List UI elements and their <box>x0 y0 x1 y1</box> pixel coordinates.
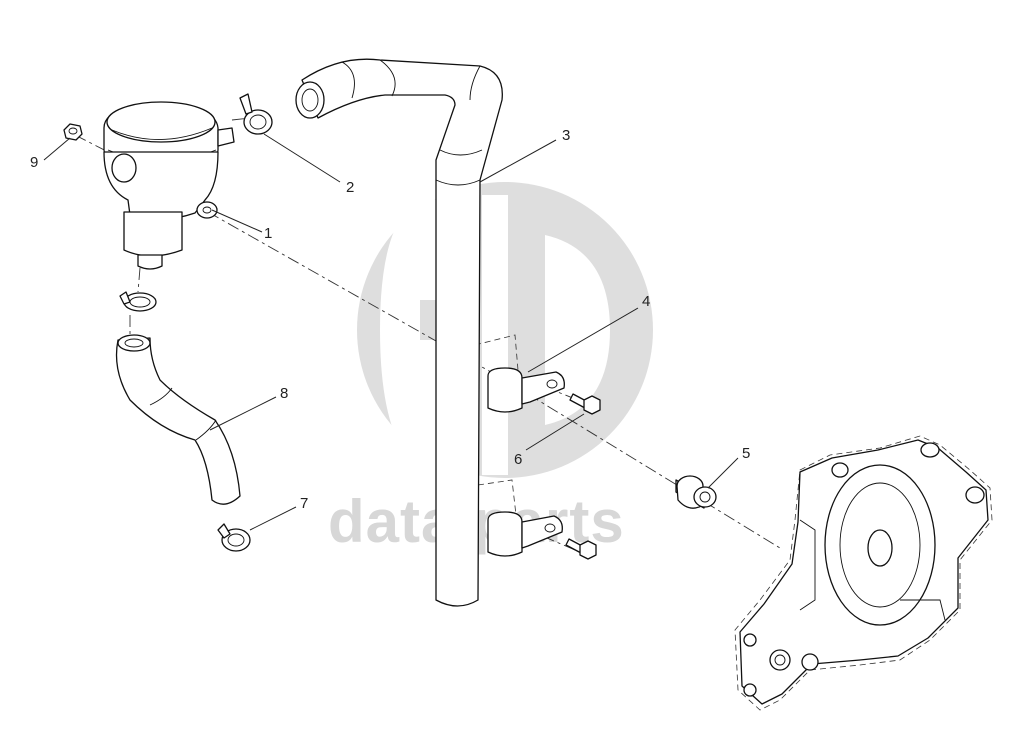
hose-clamp-icon <box>119 291 251 552</box>
breather-pipe-icon <box>295 58 503 607</box>
bolt-icon <box>565 393 601 560</box>
leader-lines <box>43 133 739 531</box>
callout-8: 8 <box>280 385 288 402</box>
nut-icon <box>63 123 83 141</box>
callout-9: 9 <box>30 154 38 171</box>
callout-6: 6 <box>514 451 522 468</box>
callout-7: 7 <box>300 495 308 512</box>
hose-icon <box>115 334 241 505</box>
callout-4: 4 <box>642 293 650 310</box>
breather-valve-icon <box>103 101 235 270</box>
hose-clamp-icon <box>239 93 273 135</box>
watermark-logo <box>357 182 653 478</box>
pipe-bracket-icon <box>487 367 565 557</box>
callout-3: 3 <box>562 127 570 144</box>
callout-5: 5 <box>742 445 750 462</box>
callout-2: 2 <box>346 179 354 196</box>
engine-cover-icon <box>734 435 993 711</box>
spacer-icon <box>675 475 717 509</box>
callout-1: 1 <box>264 225 272 242</box>
